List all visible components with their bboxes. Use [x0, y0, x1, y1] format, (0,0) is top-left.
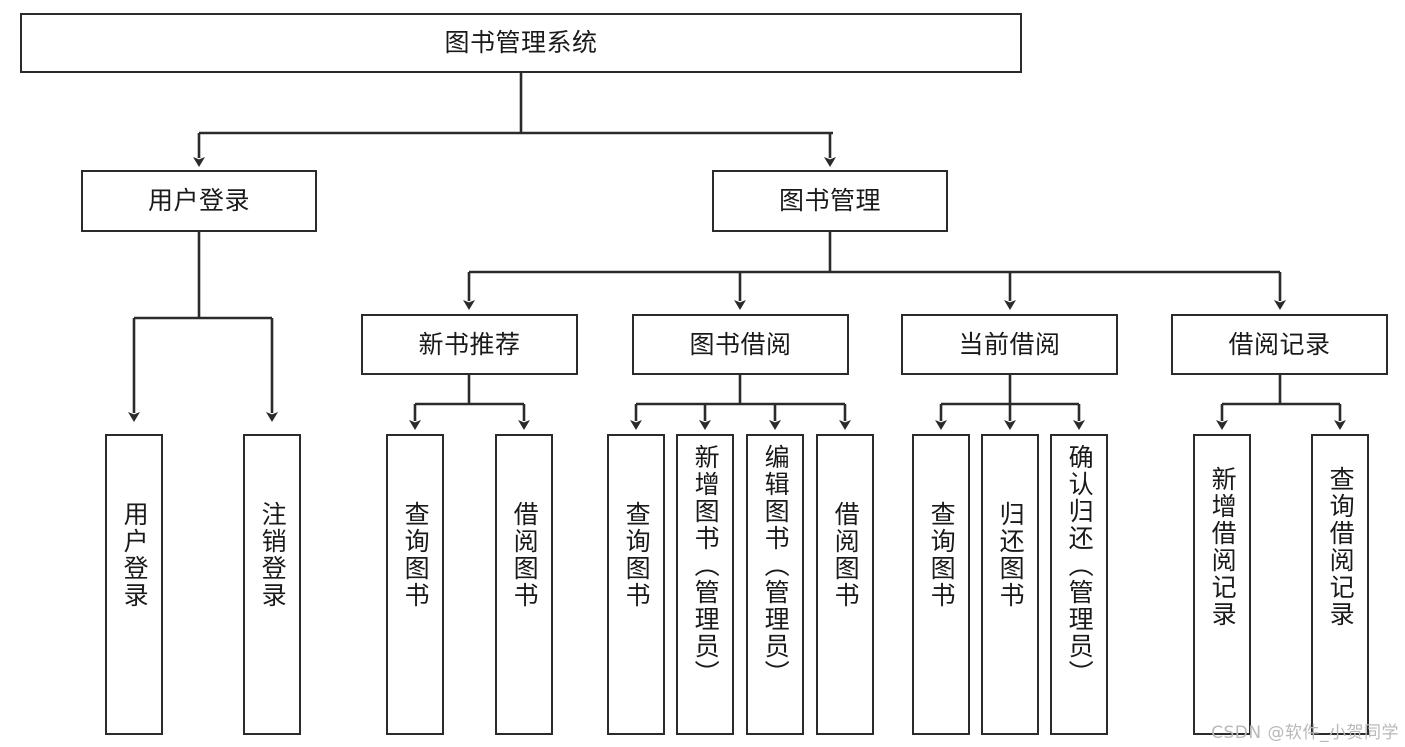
leaf-current-borrow-return-book[interactable]: 归还图书 [981, 434, 1039, 735]
leaf-borrow-record-add-record[interactable]: 新增借阅记录 [1193, 434, 1251, 735]
node-label: 注销登录 [258, 501, 288, 609]
node-borrow-record[interactable]: 借阅记录 [1171, 314, 1388, 375]
leaf-user-login-signin[interactable]: 用户登录 [105, 434, 163, 735]
node-label: 借阅记录 [1228, 329, 1331, 359]
leaf-book-borrow-query-book[interactable]: 查询图书 [607, 434, 665, 735]
node-book-management[interactable]: 图书管理 [712, 170, 948, 232]
node-label: 借阅图书 [831, 501, 861, 609]
node-label: 新书推荐 [418, 329, 521, 359]
leaf-new-book-borrow-book[interactable]: 借阅图书 [495, 434, 553, 735]
node-user-login[interactable]: 用户登录 [81, 170, 317, 232]
node-label: 编辑图书（管理员） [761, 444, 791, 687]
node-label: 用户登录 [120, 501, 150, 609]
node-label: 用户登录 [147, 186, 250, 216]
leaf-current-borrow-confirm-return[interactable]: 确认归还（管理员） [1050, 434, 1108, 735]
leaf-book-borrow-edit-book[interactable]: 编辑图书（管理员） [746, 434, 804, 735]
node-book-borrow[interactable]: 图书借阅 [632, 314, 849, 375]
leaf-book-borrow-borrow-book[interactable]: 借阅图书 [816, 434, 874, 735]
node-label: 确认归还（管理员） [1065, 444, 1095, 687]
leaf-user-login-signout[interactable]: 注销登录 [243, 434, 301, 735]
node-current-borrow[interactable]: 当前借阅 [901, 314, 1118, 375]
node-label: 图书管理系统 [444, 28, 598, 58]
node-label: 查询图书 [401, 501, 431, 609]
node-new-book-recommend[interactable]: 新书推荐 [361, 314, 578, 375]
watermark-text: CSDN @软件_小贺同学 [1211, 723, 1399, 743]
leaf-new-book-query-book[interactable]: 查询图书 [386, 434, 444, 735]
node-label: 新增借阅记录 [1208, 466, 1238, 628]
node-label: 新增图书（管理员） [691, 444, 721, 687]
node-label: 查询图书 [927, 501, 957, 609]
node-label: 查询借阅记录 [1326, 466, 1356, 628]
node-label: 当前借阅 [958, 329, 1061, 359]
leaf-current-borrow-query-book[interactable]: 查询图书 [912, 434, 970, 735]
node-label: 图书管理 [778, 186, 881, 216]
node-label: 归还图书 [996, 501, 1026, 609]
node-label: 借阅图书 [510, 501, 540, 609]
leaf-borrow-record-query-record[interactable]: 查询借阅记录 [1311, 434, 1369, 735]
node-root-system[interactable]: 图书管理系统 [20, 13, 1022, 73]
node-label: 查询图书 [622, 501, 652, 609]
leaf-book-borrow-add-book[interactable]: 新增图书（管理员） [676, 434, 734, 735]
node-label: 图书借阅 [689, 329, 792, 359]
